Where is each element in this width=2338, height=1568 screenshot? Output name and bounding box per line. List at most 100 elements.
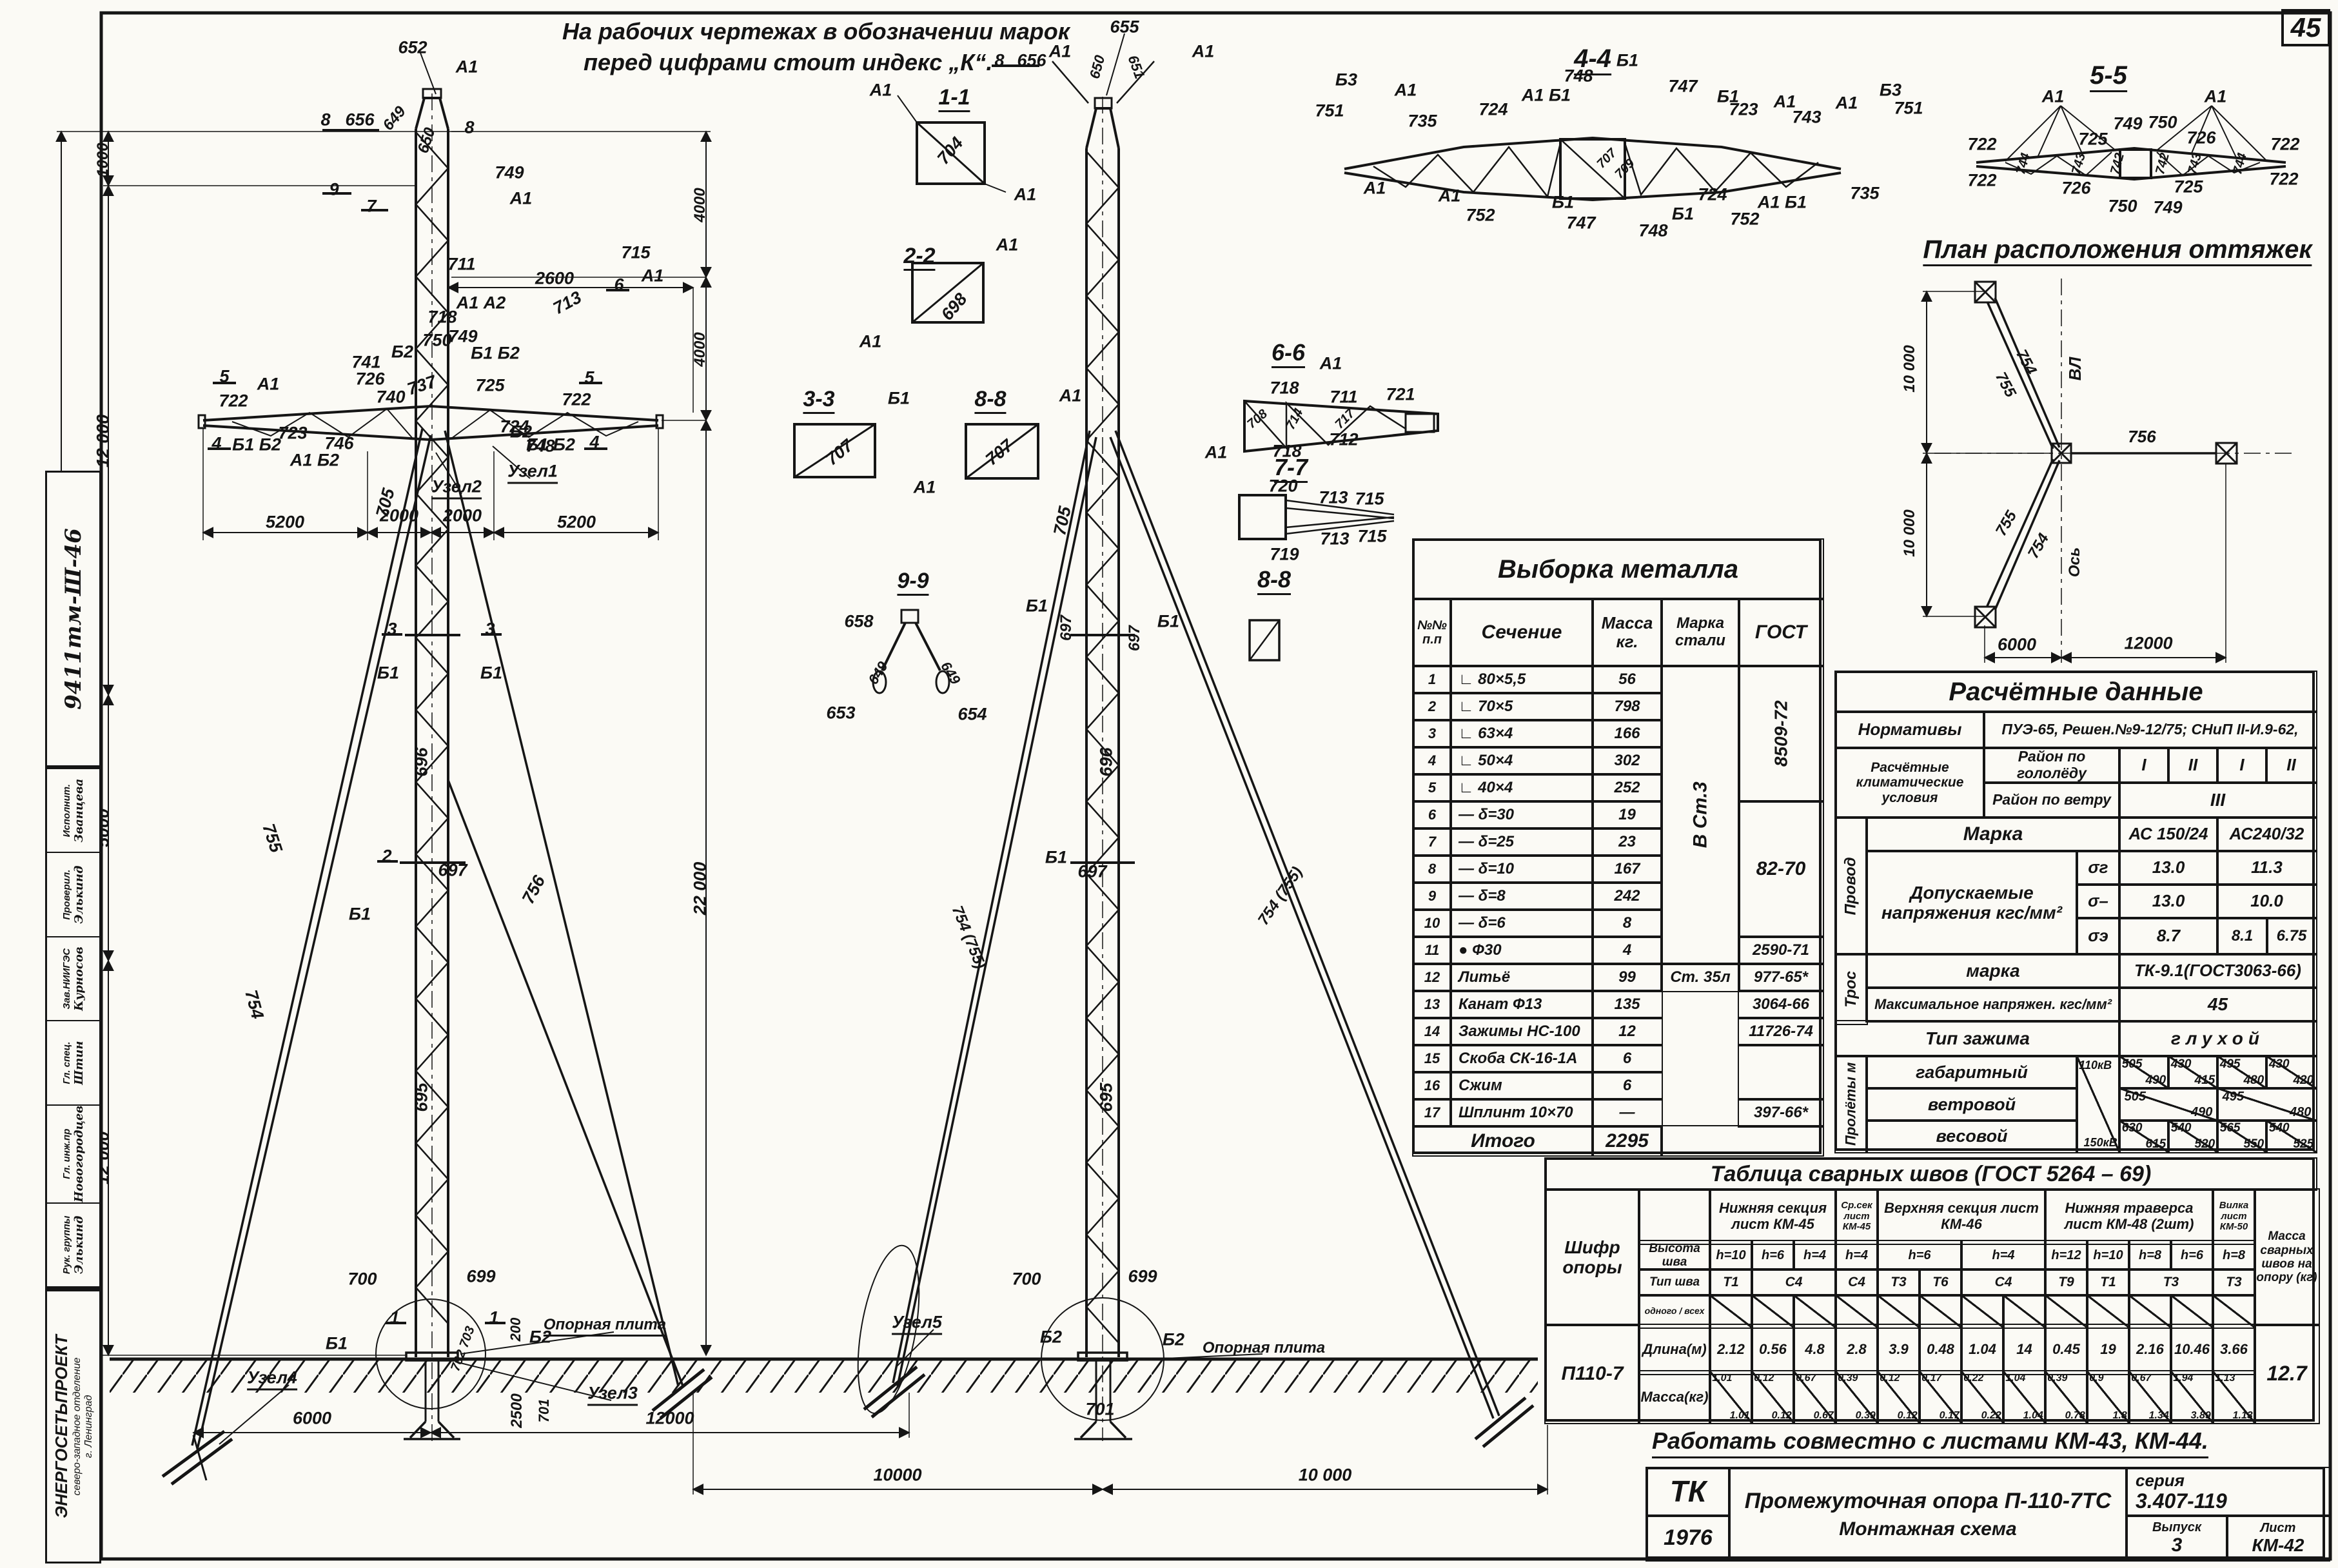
table-cell: 302 xyxy=(1591,746,1663,776)
drawing-label: 714 xyxy=(1283,406,1306,432)
org-branch: северо-западное отделение xyxy=(72,1357,83,1496)
drawing-label: 747 xyxy=(1668,76,1698,96)
stamp-signature-cell: Проверил.Элькинд xyxy=(47,853,99,937)
drawing-label: 1 xyxy=(389,1308,400,1328)
drawing-label: Узел4 xyxy=(247,1369,297,1391)
weld-mass-part: 0.12 xyxy=(1771,1409,1792,1421)
table-cell: ∟ 50×4 xyxy=(1449,746,1594,776)
drawing-label: 744 xyxy=(2230,152,2250,176)
drawing-label: 747 xyxy=(1566,213,1596,233)
weld-mass-part: 1.8 xyxy=(2112,1409,2127,1421)
calc-marka-label: Марка xyxy=(1865,816,2121,852)
stamp-text: Званцева xyxy=(72,778,86,843)
drawing-label: 726 xyxy=(2186,128,2216,148)
calc-ice-3: I xyxy=(2216,747,2268,784)
weld-mass-part: 0.22 xyxy=(1963,1373,1984,1384)
weld-mass-part: 0.39 xyxy=(2047,1373,2068,1384)
drawing-label: Узел5 xyxy=(892,1313,942,1335)
metal-total-label: Итого xyxy=(1412,1125,1594,1157)
drawing-label: 750 xyxy=(2148,112,2177,132)
metal-title: Выборка металла xyxy=(1412,538,1824,600)
drawing-label: А1 xyxy=(257,374,280,394)
table-cell: Сжим xyxy=(1449,1071,1594,1101)
calc-weight-label: весовой xyxy=(1865,1119,2078,1153)
drawing-label: Опорная плита xyxy=(543,1317,667,1337)
drawing-label: А1 xyxy=(1835,93,1858,113)
weld-mass-part: 0.17 xyxy=(1939,1409,1960,1421)
drawing-label: Б1 xyxy=(1045,847,1068,867)
drawing-label: 5200 xyxy=(265,512,305,532)
drawing-label: Б2 xyxy=(509,422,533,442)
weld-group-2: Ср.сек лист КМ-45 xyxy=(1834,1188,1879,1245)
drawing-label: А1 xyxy=(1192,41,1215,61)
calc-se-2: 8.1 xyxy=(2216,917,2268,956)
drawing-label: Б1 xyxy=(1025,596,1048,616)
drawing-label: 5200 xyxy=(556,512,596,532)
drawing-label: 701 xyxy=(1085,1399,1115,1419)
table-cell: 15 xyxy=(1412,1044,1452,1073)
drawing-label: 695 xyxy=(1096,1083,1116,1112)
titleblock-sheet: Лист КМ-42 xyxy=(2226,1514,2330,1562)
drawing-label: 756 xyxy=(2128,427,2156,446)
drawing-label: 2 xyxy=(382,846,392,866)
drawing-label: 755 xyxy=(259,821,286,855)
calc-clamp: глухой xyxy=(2118,1020,2317,1057)
drawing-label: Б1 xyxy=(887,388,910,408)
table-cell: h=6 xyxy=(1751,1240,1795,1271)
table-cell: — δ=8 xyxy=(1449,881,1594,911)
stamp-text: Рук. группы xyxy=(61,1215,72,1275)
drawing-label: 4000 xyxy=(691,332,709,367)
drawing-label: 1000 xyxy=(94,142,112,177)
stamp-signature-cell: Гл. спец.Штин xyxy=(47,1021,99,1106)
drawing-label: 701 xyxy=(536,1398,552,1423)
table-cell: 11 xyxy=(1412,936,1452,965)
metal-steel-span: В Ст.3 xyxy=(1660,665,1740,965)
drawing-label: 702 703 xyxy=(448,1324,478,1373)
weld-mass-part: 1.94 xyxy=(2173,1373,2194,1384)
table-cell: 2 xyxy=(1412,692,1452,721)
weld-mass-part: 0.67 xyxy=(1796,1373,1816,1384)
titleblock-series: серия 3.407-119 xyxy=(2125,1467,2330,1517)
stamp-signature-cell: Исполнит.Званцева xyxy=(47,769,99,854)
drawing-label: 754 xyxy=(2012,346,2040,378)
drawing-label: Б1 Б2 xyxy=(232,435,281,455)
drawing-label: Б2 xyxy=(529,1327,552,1347)
titleblock-org-code: ТК xyxy=(1645,1467,1731,1517)
weld-mass-part: 1.04 xyxy=(2023,1409,2043,1421)
drawing-label: 721 xyxy=(1386,384,1415,404)
metal-col-num: №№ п.п xyxy=(1412,598,1452,667)
drawing-label: Б3 xyxy=(1335,70,1358,90)
stamp-text: Штин xyxy=(72,1041,86,1085)
table-cell: Шплинт 10×70 xyxy=(1449,1098,1594,1128)
drawing-label: Опорная плита xyxy=(1202,1340,1326,1360)
metal-gost-977: 977-65* xyxy=(1738,963,1824,992)
table-cell: h=12 xyxy=(2044,1240,2088,1271)
drawing-label: Узел3 xyxy=(587,1384,638,1406)
drawing-label: 754 xyxy=(2024,530,2053,562)
drawing-label: 746 xyxy=(324,433,354,453)
drawing-label: А1 xyxy=(455,57,478,77)
drawing-label: 2-2 xyxy=(903,245,936,271)
drawing-label: А1 xyxy=(913,477,936,497)
table-cell: 8 xyxy=(1412,854,1452,884)
drawing-label: 10 000 xyxy=(1901,509,1918,557)
drawing-label: 741 xyxy=(351,352,381,372)
drawing-label: Б1 xyxy=(377,663,400,683)
calc-sm-1: 13.0 xyxy=(2118,883,2219,919)
table-cell: 3 xyxy=(1412,719,1452,749)
drawing-label: 752 xyxy=(1466,205,1495,225)
drawing-label: 752 xyxy=(1730,209,1760,229)
calc-stress-label: Допускаемые напряжения кгс/мм² xyxy=(1865,850,2078,956)
drawing-label: 754 xyxy=(241,988,268,1021)
drawing-label: 650 xyxy=(1086,53,1108,81)
table-cell: 3.66 xyxy=(2212,1324,2256,1375)
sheet-value: КМ-42 xyxy=(2252,1535,2304,1556)
drawing-label: Б1 Б2 xyxy=(526,435,575,455)
table-cell: 166 xyxy=(1591,719,1663,749)
drawing-label: Б1 xyxy=(1616,50,1639,70)
drawing-label: 649 xyxy=(865,658,891,687)
drawing-label: А1 xyxy=(1014,184,1037,204)
